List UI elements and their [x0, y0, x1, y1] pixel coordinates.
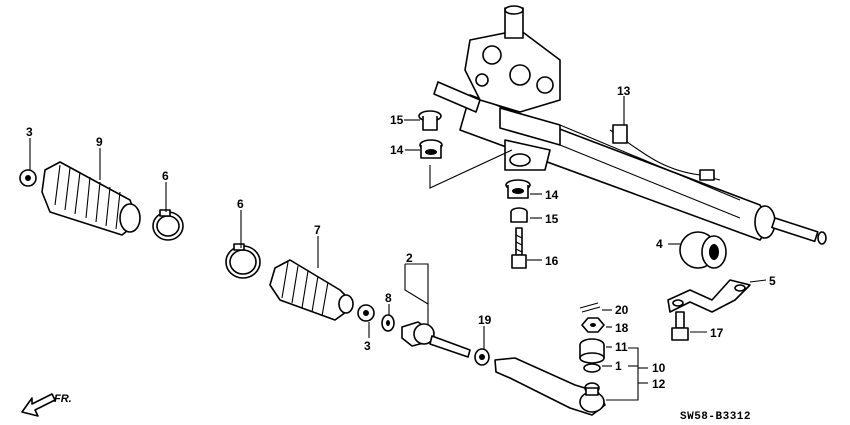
callout-3-right: 3 [364, 339, 371, 353]
washer-8 [381, 314, 395, 332]
bushing-14-lower [505, 179, 531, 199]
callout-18: 18 [615, 321, 629, 335]
callout-9: 9 [96, 135, 103, 149]
clip-1 [583, 363, 601, 373]
steering-rack-housing [433, 5, 827, 245]
callout-6-left: 6 [162, 169, 169, 183]
callout-2: 2 [406, 251, 413, 265]
callout-19: 19 [478, 313, 492, 327]
callout-15-lower: 15 [545, 212, 559, 226]
callout-1: 1 [615, 359, 622, 373]
mount-bushing-4 [679, 231, 727, 269]
bolt-16 [511, 227, 527, 269]
callout-14-lower: 14 [545, 188, 559, 202]
callout-20: 20 [615, 303, 629, 317]
callout-17: 17 [710, 326, 724, 340]
callout-6-right: 6 [237, 197, 244, 211]
dust-seal-11 [579, 338, 605, 364]
leader-lines [29, 96, 767, 401]
bushing-15-upper [418, 110, 442, 131]
callout-15-upper: 15 [390, 113, 404, 127]
callout-12: 12 [652, 377, 666, 391]
clip-6-right [225, 243, 261, 279]
callout-13: 13 [617, 84, 631, 98]
cotter-pin-20 [579, 302, 601, 313]
callout-8: 8 [385, 291, 392, 305]
tie-rod-end-10-12 [494, 357, 606, 416]
callout-10: 10 [652, 361, 666, 375]
boot-9 [41, 161, 141, 236]
clip-6-left [152, 209, 184, 241]
castle-nut-18 [581, 317, 605, 333]
callout-7: 7 [314, 223, 321, 237]
bolt-17 [671, 311, 689, 341]
front-direction-label: FR. [54, 393, 72, 405]
callout-3-left: 3 [26, 125, 33, 139]
mount-clamp-5 [667, 279, 751, 313]
band-3-right [357, 304, 375, 322]
boot-7 [269, 259, 354, 321]
collar-15-lower [510, 207, 528, 223]
callout-4: 4 [656, 237, 663, 251]
locknut-19 [474, 348, 490, 366]
band-3-left [19, 169, 37, 187]
callout-11: 11 [615, 340, 628, 354]
bushing-14-upper [419, 139, 443, 159]
callouts: 1 2 3 3 4 5 6 6 7 8 9 10 11 12 13 14 14 … [26, 84, 776, 391]
diagram-code: SW58-B3312 [680, 411, 751, 423]
tie-rod-2 [401, 321, 471, 358]
callout-16: 16 [545, 254, 559, 268]
front-direction-arrow: FR. [21, 393, 72, 417]
callout-14-upper: 14 [390, 143, 404, 157]
callout-5: 5 [769, 274, 776, 288]
